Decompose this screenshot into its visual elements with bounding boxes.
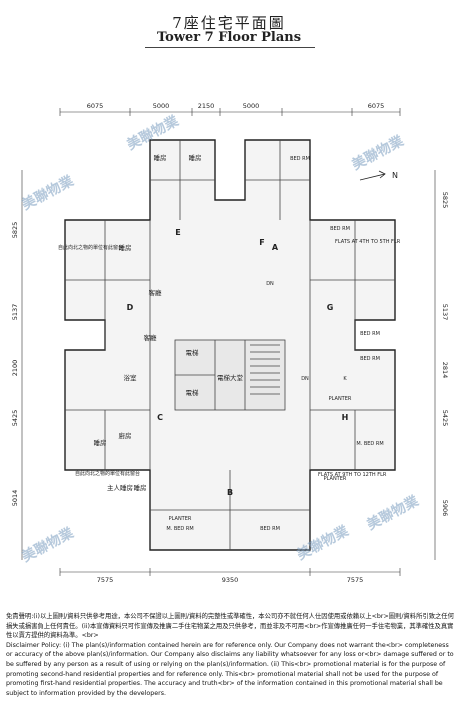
room-label: PLANTER: [324, 476, 347, 482]
room-label: 浴室: [124, 373, 138, 382]
note-text: FLATS AT 9TH TO 12TH FLR: [318, 472, 387, 478]
unit-label: G: [327, 303, 334, 312]
room-label: 睡房: [119, 243, 132, 252]
room-label: BED RM: [260, 526, 280, 532]
dim-top-2: 5000: [153, 102, 170, 110]
dim-top-4: 5000: [243, 102, 260, 110]
watermark-text: 美聯物業: [364, 492, 422, 534]
dim-right-5: 5906: [441, 500, 449, 517]
unit-label: D: [127, 303, 134, 312]
dim-right-3: 2814: [441, 362, 449, 379]
room-label: 廚房: [119, 431, 132, 440]
room-label: K: [343, 376, 347, 382]
dim-left-5: 5014: [11, 490, 19, 507]
note-text: FLATS AT 4TH TO 5TH FLR: [335, 239, 401, 245]
dim-left-1: 5825: [11, 222, 19, 239]
compass-icon: [359, 170, 386, 181]
dim-bottom-2: 9350: [222, 576, 239, 584]
watermark-text: 美聯物業: [349, 132, 407, 174]
page-title-en: Tower 7 Floor Plans: [156, 30, 302, 45]
room-label: DN: [266, 281, 274, 287]
room-label: 電梯: [186, 348, 200, 357]
room-label: 主人睡房: [107, 483, 133, 492]
dim-right-2: 5137: [441, 304, 449, 321]
room-label: DN: [301, 376, 309, 382]
room-label: BED RM: [360, 356, 380, 362]
room-label: BED RM: [290, 156, 310, 162]
title-underline: [145, 47, 315, 48]
note-text: 自此向北之物的單位有此窗台: [75, 470, 140, 477]
dim-left-2: 5137: [11, 304, 19, 321]
dim-right-1: 5825: [441, 192, 449, 209]
room-label: 電梯: [186, 388, 200, 397]
room-label: PLANTER: [329, 396, 352, 402]
unit-label: H: [342, 413, 349, 422]
unit-label: B: [227, 488, 233, 497]
dim-right-4: 5425: [441, 410, 449, 427]
watermark-text: 美聯物業: [19, 172, 77, 214]
unit-label: C: [157, 413, 163, 422]
dim-top-1: 6075: [87, 102, 104, 110]
room-label: 客廳: [144, 333, 158, 342]
room-label: BED RM: [360, 331, 380, 337]
dim-bottom-3: 7575: [347, 576, 364, 584]
dim-left-3: 2100: [11, 360, 19, 377]
note-text: 自此向北之物的單位有此窗台: [58, 244, 123, 251]
unit-label: F: [259, 238, 264, 247]
page-title-zh: 7座住宅平面圖: [172, 14, 286, 32]
dim-bottom-1: 7575: [97, 576, 114, 584]
floor-plan: 6075 5000 2150 5000 6075 7575 9350 7575 …: [11, 102, 449, 584]
watermark-text: 美聯物業: [19, 524, 77, 566]
compass-north: N: [392, 171, 398, 180]
room-label: PLANTER: [169, 516, 192, 522]
room-label: 電梯大堂: [217, 373, 244, 382]
unit-label: E: [175, 228, 180, 237]
room-label: 客廳: [149, 288, 163, 297]
disclaimer-text: 免責聲明:(i)以上圖則/資料只供參考用途，本公司不保證以上圖則/資料的完整性或…: [6, 613, 454, 697]
dim-top-5: 6075: [368, 102, 385, 110]
dim-top-3: 2150: [198, 102, 215, 110]
dim-left-4: 5425: [11, 410, 19, 427]
room-label: BED RM: [330, 226, 350, 232]
room-label: 睡房: [154, 153, 167, 162]
room-label: 睡房: [134, 483, 147, 492]
room-label: 睡房: [94, 438, 107, 447]
unit-label: A: [272, 243, 279, 252]
room-label: M. BED RM: [356, 441, 383, 447]
room-label: M. BED RM: [166, 526, 193, 532]
room-label: 睡房: [189, 153, 202, 162]
